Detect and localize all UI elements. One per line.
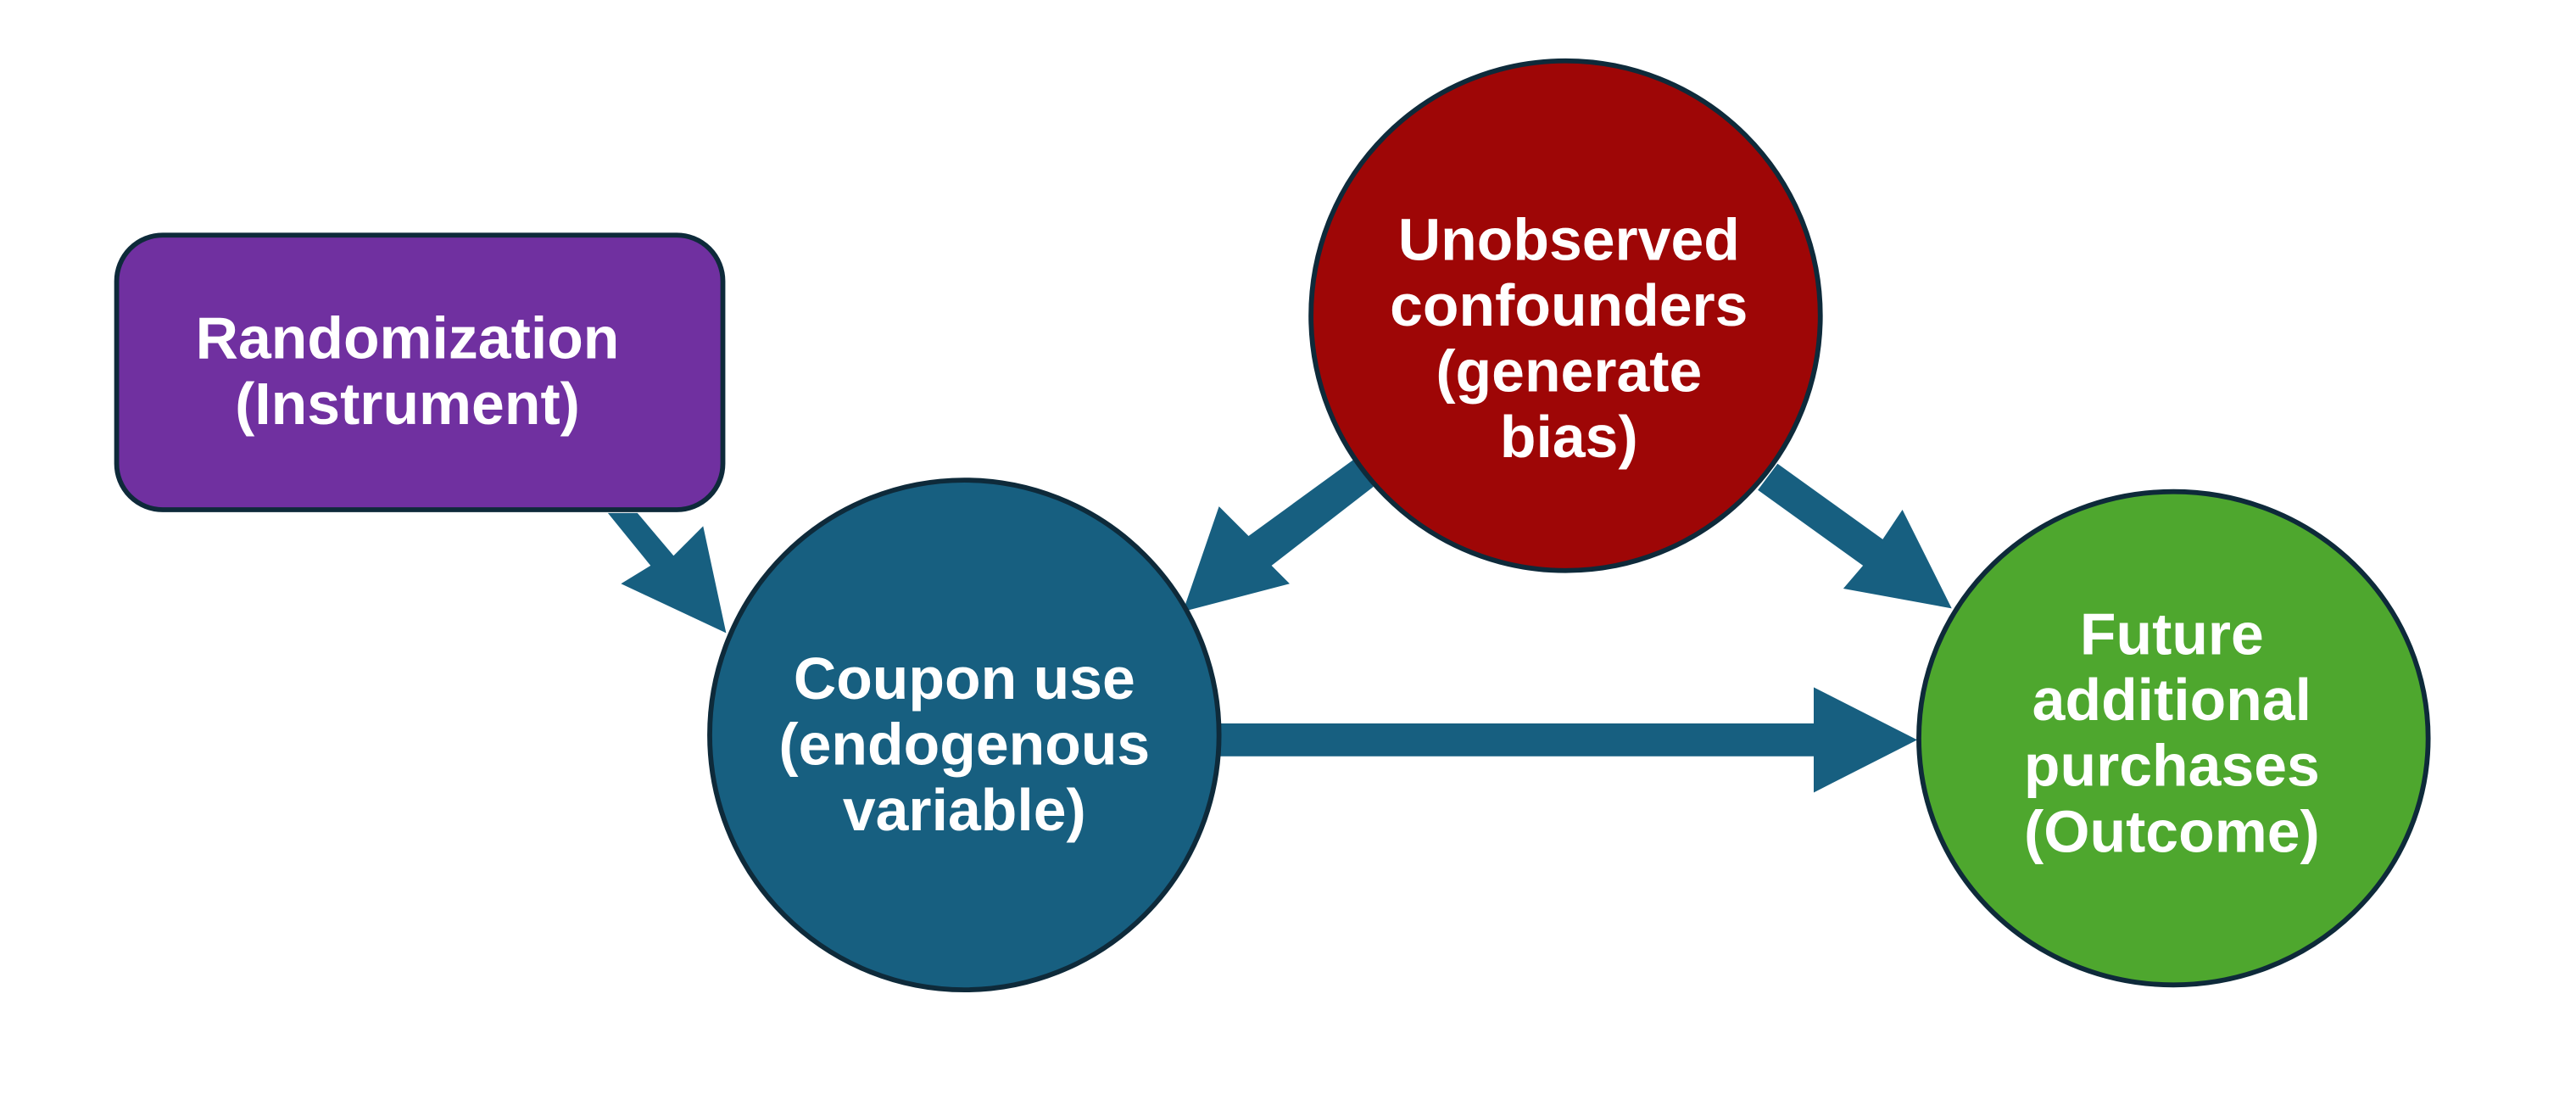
outcome-label-line-4: (Outcome) (2024, 798, 2320, 864)
instrument-box (114, 232, 726, 512)
node-instrument: Randomization (Instrument) (114, 232, 726, 512)
node-treatment: Coupon use (endogenous variable) (707, 477, 1222, 993)
outcome-label-line-3: purchases (2024, 733, 2320, 799)
instrument-label-line-2: (Instrument) (235, 371, 580, 437)
node-confounder: Unobserved confounders (generate bias) (1308, 58, 1823, 573)
confounder-label-line-4: bias) (1500, 404, 1638, 470)
arrow-treatment-to-outcome (1215, 687, 1918, 793)
confounder-label-line-3: (generate (1436, 338, 1702, 404)
confounder-label-line-2: confounders (1390, 272, 1748, 338)
confounder-circle (1308, 58, 1823, 573)
arrow-instrument-to-treatment (607, 512, 727, 634)
treatment-label-line-1: Coupon use (794, 645, 1135, 712)
instrument-label-line-1: Randomization (196, 305, 620, 371)
treatment-label-line-2: (endogenous (778, 711, 1150, 777)
node-outcome: Future additional purchases (Outcome) (1916, 489, 2431, 988)
treatment-circle (707, 477, 1222, 993)
edge-instrument-to-treatment (607, 512, 727, 634)
edge-confounder-to-outcome (1758, 463, 1952, 609)
outcome-circle (1916, 489, 2431, 988)
confounder-label-line-1: Unobserved (1398, 206, 1740, 272)
outcome-label-line-1: Future (2080, 601, 2264, 667)
outcome-label-line-2: additional (2032, 667, 2311, 733)
arrow-confounder-to-outcome (1758, 463, 1952, 609)
edge-treatment-to-outcome (1215, 687, 1918, 793)
treatment-label-line-3: variable) (843, 777, 1086, 843)
arrow-confounder-to-treatment (1183, 456, 1374, 612)
edge-confounder-to-treatment (1183, 456, 1374, 612)
